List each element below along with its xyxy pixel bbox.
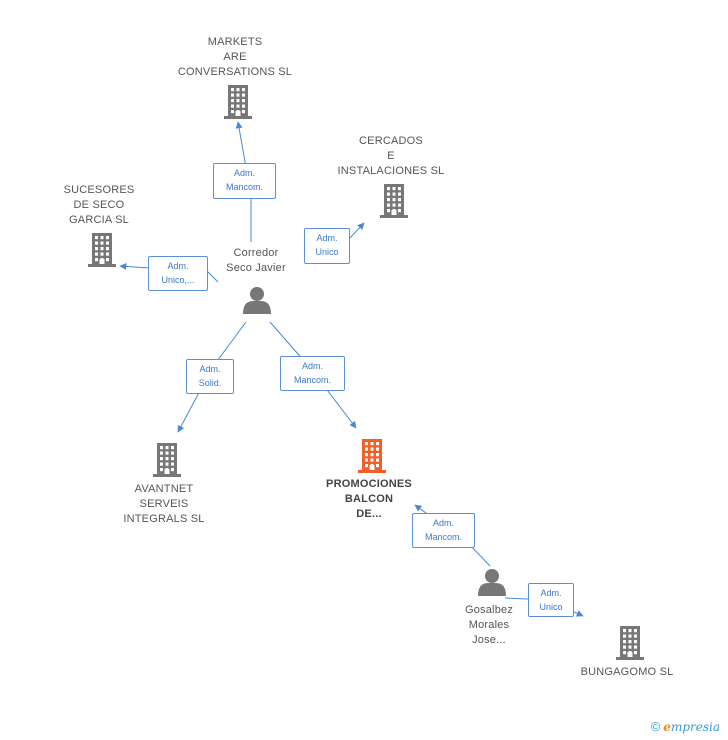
node-label-promociones[interactable]: PROMOCIONES BALCON DE... [326,478,412,520]
edge-role-label[interactable]: Adm. Mancom. [412,513,475,548]
node-label-avantnet[interactable]: AVANTNET SERVEIS INTEGRALS SL [123,483,205,525]
edge-role-label[interactable]: Adm. Unico [304,228,350,264]
edge-role-label[interactable]: Adm. Unico,... [148,256,208,291]
building-icon[interactable] [358,439,386,473]
building-icon[interactable] [616,626,644,660]
person-icon[interactable] [478,569,506,596]
edge-role-label[interactable]: Adm. Mancom. [280,356,345,391]
node-label-corredor[interactable]: Corredor Seco Javier [226,247,286,274]
copyright-symbol: © [650,719,661,734]
building-icon[interactable] [153,443,181,477]
edge-role-label[interactable]: Adm. Unico [528,583,574,617]
building-icon[interactable] [88,233,116,267]
node-label-bungagomo[interactable]: BUNGAGOMO SL [580,666,674,678]
edge-role-label[interactable]: Adm. Mancom. [213,163,276,199]
node-label-sucesores[interactable]: SUCESORES DE SECO GARCIA SL [63,184,135,226]
brand-footer: ©empresia [651,719,720,734]
building-icon[interactable] [224,85,252,119]
node-label-markets[interactable]: MARKETS ARE CONVERSATIONS SL [177,36,293,78]
building-icon[interactable] [380,184,408,218]
node-label-gosalbez[interactable]: Gosalbez Morales Jose... [464,604,514,646]
person-icon[interactable] [243,287,271,314]
brand-logo[interactable]: empresia [663,720,720,734]
node-label-cercados[interactable]: CERCADOS E INSTALACIONES SL [337,135,445,177]
edge-role-label[interactable]: Adm. Solid. [186,359,234,394]
